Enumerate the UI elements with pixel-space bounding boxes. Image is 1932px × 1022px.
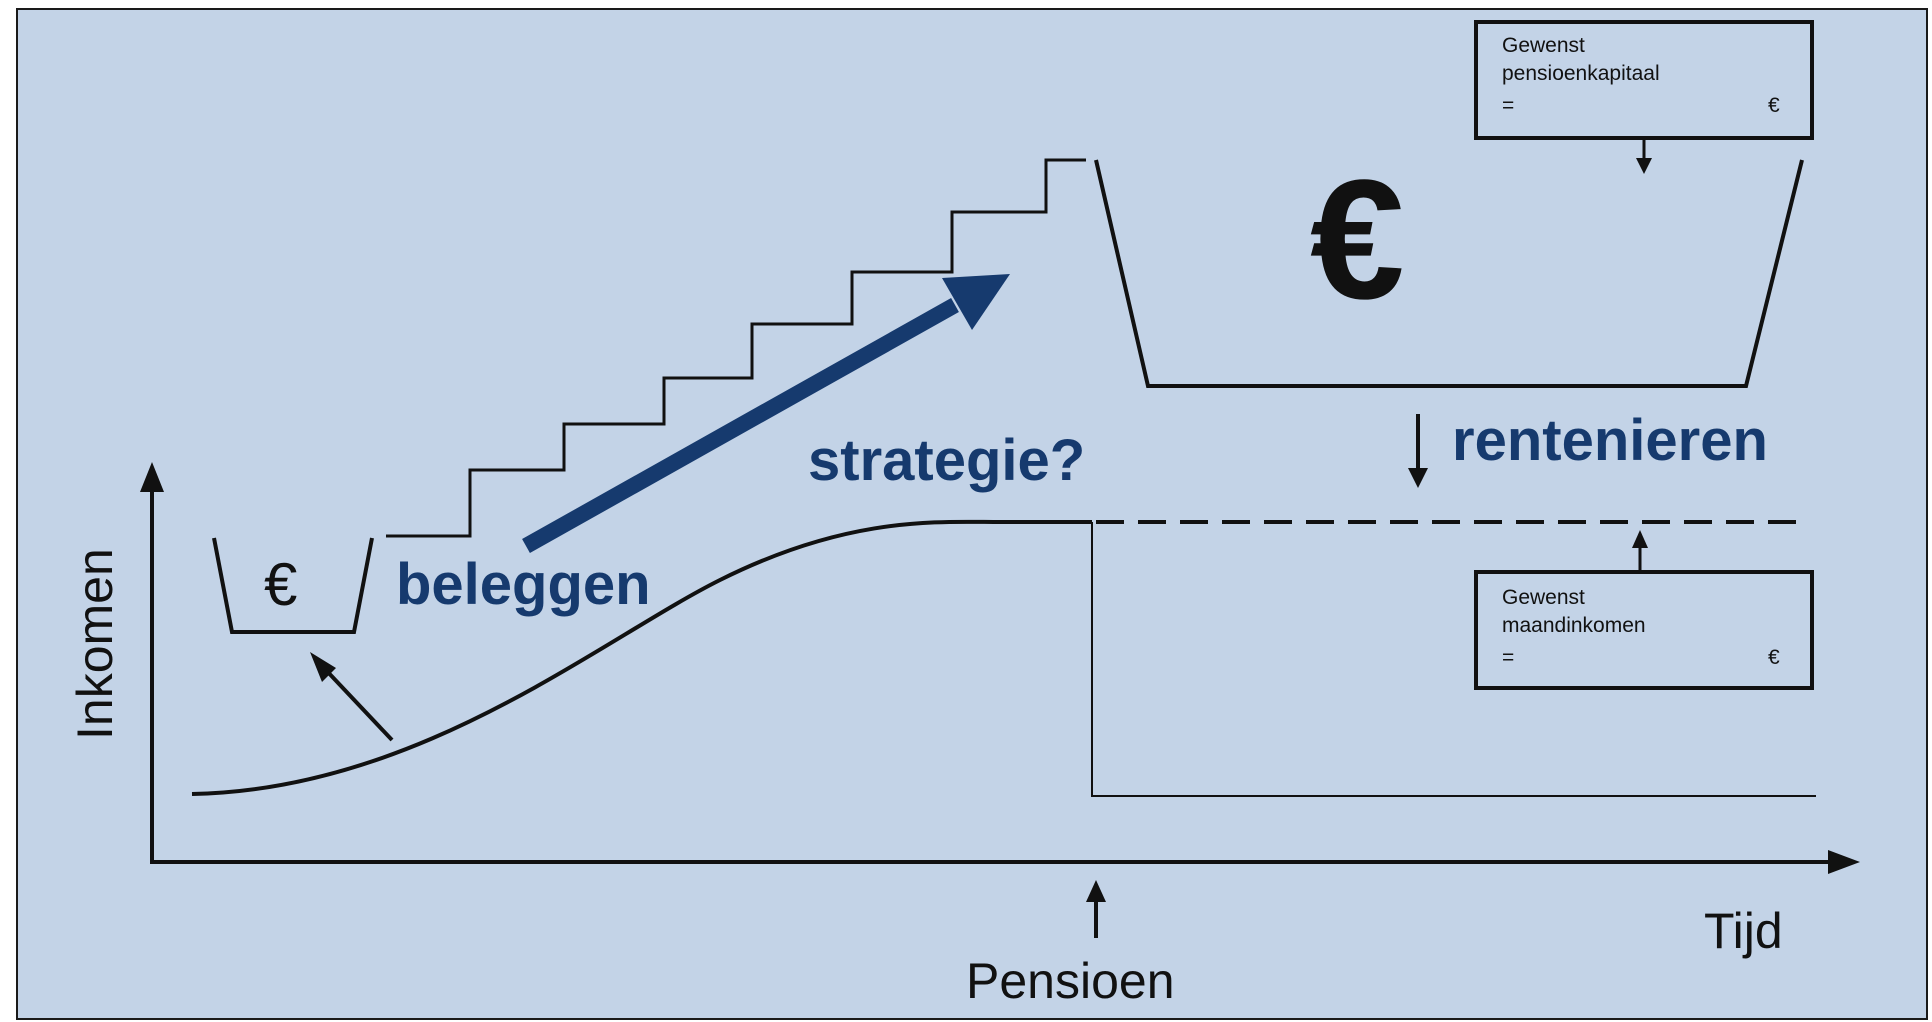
income-box-currency: € (1768, 646, 1780, 669)
capital-box-arrow (1636, 138, 1652, 174)
annuitizing-arrow (1408, 414, 1428, 488)
large-pot-euro-symbol: € (1310, 145, 1405, 335)
curve-to-pot-arrow (310, 652, 394, 742)
income-box-arrow (1632, 530, 1648, 572)
capital-box-line2: pensioenkapitaal (1502, 62, 1660, 85)
income-box-equals: = (1502, 646, 1514, 669)
strategy-label: strategie? (808, 428, 1085, 493)
retirement-label: Pensioen (966, 953, 1175, 1009)
y-axis (140, 462, 164, 862)
x-axis-label: Tijd (1704, 903, 1783, 959)
post-retirement-income-line (1091, 522, 1816, 797)
investment-staircase (386, 158, 1086, 538)
small-savings-pot (212, 537, 374, 634)
capital-box-equals: = (1502, 94, 1514, 117)
pension-capital-pot (1094, 159, 1804, 388)
capital-box-line1: Gewenst (1502, 34, 1585, 57)
investing-label: beleggen (396, 552, 651, 617)
x-axis (150, 850, 1860, 874)
income-box-line2: maandinkomen (1502, 614, 1646, 637)
diagram-panel (16, 8, 1928, 1020)
income-box-line1: Gewenst (1502, 586, 1585, 609)
capital-box-currency: € (1768, 94, 1780, 117)
annuitizing-label: rentenieren (1452, 408, 1768, 473)
y-axis-label: Inkomen (67, 548, 123, 740)
strategy-arrow (522, 274, 1010, 553)
income-curve (191, 519, 1092, 796)
retirement-arrow (1086, 880, 1106, 938)
desired-income-box: Gewenst maandinkomen = € (1474, 570, 1814, 690)
desired-capital-box: Gewenst pensioenkapitaal = € (1474, 20, 1814, 140)
small-pot-euro-symbol: € (264, 551, 297, 618)
